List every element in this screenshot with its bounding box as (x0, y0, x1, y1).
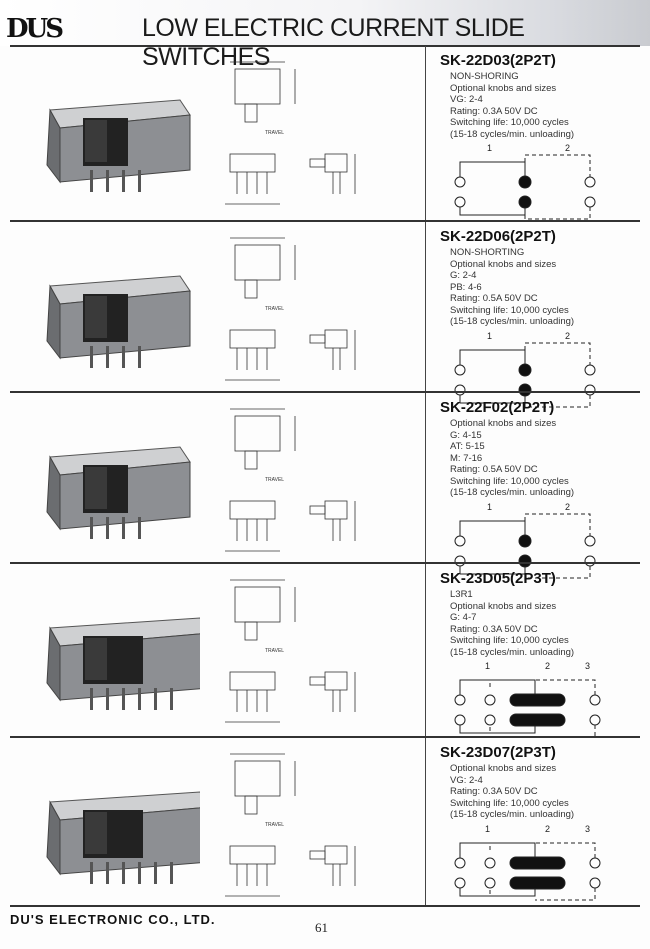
spec-line: Switching life: 10,000 cycles (450, 797, 569, 809)
row-divider (10, 220, 640, 222)
page-number: 61 (315, 920, 328, 935)
position-label: 1 (487, 143, 493, 153)
product-photo (25, 762, 211, 892)
spec-line: NON-SHORTING (450, 247, 525, 258)
company-name: DU'S ELECTRONIC CO., LTD. (10, 912, 216, 927)
model-name: SK-22D03(2P2T) (440, 52, 556, 69)
model-name: SK-23D07(2P3T) (440, 744, 556, 761)
position-label: 1 (485, 823, 491, 834)
spec-line: Rating: 0.5A 50V DC (450, 293, 538, 304)
spec-line: Rating: 0.5A 50V DC (450, 464, 538, 475)
position-label: 3 (585, 661, 591, 671)
spec-line: (15-18 cycles/min. unloading) (450, 487, 575, 498)
row-divider (10, 562, 640, 564)
position-label: 3 (585, 823, 591, 834)
product-row: TRAVEL SK-22F02(2P2T) Optional knobs and … (0, 395, 650, 578)
product-photo (25, 246, 200, 376)
model-name: SK-22D06(2P2T) (440, 228, 556, 245)
position-label: 2 (565, 501, 571, 512)
spec-line: Optional knobs and sizes (450, 418, 557, 429)
svg-text:TRAVEL: TRAVEL (265, 130, 284, 136)
circuit-diagram: 1 2 3 (445, 661, 625, 745)
spec-line: L3R1 (450, 589, 473, 600)
position-label: 2 (545, 661, 551, 671)
page-title: LOW ELECTRIC CURRENT SLIDE SWITCHES (142, 14, 525, 71)
dimension-drawing: TRAVEL (205, 572, 420, 732)
position-label: 1 (487, 330, 493, 341)
row-divider (10, 736, 640, 738)
product-row: TRAVEL SK-23D07(2P3T) Optional knobs and … (0, 740, 650, 905)
model-name: SK-22F02(2P2T) (440, 399, 555, 416)
column-divider (425, 46, 426, 905)
spec-line: G: 4-7 (450, 612, 477, 623)
product-photo (25, 70, 200, 200)
spec-line: Rating: 0.3A 50V DC (450, 105, 538, 117)
svg-text:TRAVEL: TRAVEL (265, 822, 284, 828)
spec-line: VG: 2-4 (450, 94, 483, 105)
position-label: 2 (565, 330, 571, 341)
position-label: 2 (545, 823, 551, 834)
spec-line: Switching life: 10,000 cycles (450, 304, 569, 316)
spec-line: Rating: 0.3A 50V DC (450, 786, 538, 797)
footer-divider (10, 905, 640, 907)
spec-line: (15-18 cycles/min. unloading) (450, 316, 575, 327)
spec-line: VG: 2-4 (450, 774, 483, 786)
dimension-drawing: TRAVEL (205, 401, 420, 561)
dimension-drawing: TRAVEL (205, 54, 420, 214)
svg-text:TRAVEL: TRAVEL (265, 306, 284, 312)
spec-line: G: 2-4 (450, 270, 477, 281)
company-logo: DUS (6, 14, 64, 44)
spec-line: Optional knobs and sizes (450, 763, 557, 774)
header-divider (10, 45, 640, 47)
row-divider (10, 391, 640, 393)
product-photo (25, 588, 211, 718)
model-name: SK-23D05(2P3T) (440, 570, 556, 587)
spec-line: (15-18 cycles/min. unloading) (450, 809, 575, 820)
position-label: 1 (487, 501, 493, 512)
spec-line: Optional knobs and sizes (450, 600, 557, 612)
spec-line: (15-18 cycles/min. unloading) (450, 646, 575, 658)
spec-line: M: 7-16 (450, 452, 483, 464)
spec-line: Rating: 0.3A 50V DC (450, 623, 538, 635)
header-banner (0, 0, 650, 46)
spec-line: (15-18 cycles/min. unloading) (450, 128, 575, 140)
product-photo (25, 417, 200, 547)
dimension-drawing: TRAVEL (205, 746, 420, 906)
spec-line: Optional knobs and sizes (450, 258, 557, 270)
spec-line: NON-SHORING (450, 71, 519, 82)
spec-line: G: 4-15 (450, 429, 482, 441)
position-label: 2 (565, 143, 571, 153)
svg-text:TRAVEL: TRAVEL (265, 648, 284, 654)
spec-line: Switching life: 10,000 cycles (450, 475, 569, 487)
spec-line: AT: 5-15 (450, 441, 485, 452)
spec-line: Switching life: 10,000 cycles (450, 635, 569, 646)
dimension-drawing: TRAVEL (205, 230, 420, 390)
position-label: 1 (485, 661, 491, 671)
spec-line: Switching life: 10,000 cycles (450, 117, 569, 128)
spec-line: Optional knobs and sizes (450, 82, 557, 94)
svg-text:TRAVEL: TRAVEL (265, 477, 284, 483)
circuit-diagram: 1 2 3 (445, 824, 625, 908)
spec-line: PB: 4-6 (450, 281, 482, 293)
